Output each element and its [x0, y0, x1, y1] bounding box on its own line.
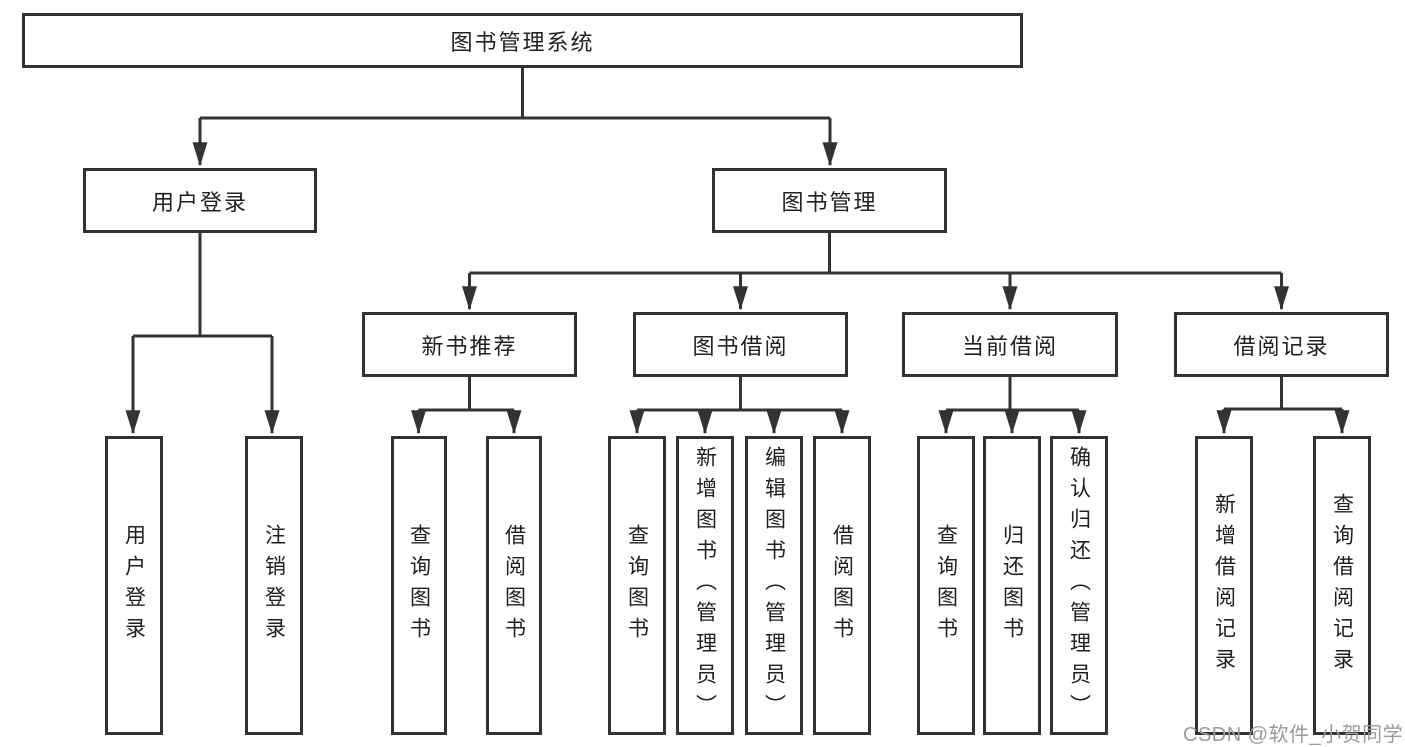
leaf-query-books-borrow: 查询图书: [608, 436, 666, 735]
leaf-label: 借阅图书: [502, 523, 526, 648]
node-borrow-records: 借阅记录: [1174, 312, 1389, 377]
leaf-label: 借阅图书: [830, 523, 854, 648]
leaf-add-borrow-record: 新增借阅记录: [1195, 436, 1253, 735]
leaf-confirm-return-admin: 确认归还（管理员）: [1050, 436, 1108, 735]
leaf-return-books: 归还图书: [983, 436, 1041, 735]
leaf-label: 查询图书: [625, 523, 649, 648]
leaf-user-login: 用户登录: [105, 436, 163, 735]
leaf-query-books-recommend: 查询图书: [391, 436, 447, 735]
csdn-watermark: CSDN @软件_小贺同学: [1183, 724, 1404, 746]
leaf-query-books-current: 查询图书: [917, 436, 975, 735]
leaf-label: 查询图书: [934, 523, 958, 648]
leaf-label: 注销登录: [262, 523, 286, 648]
node-current-borrow: 当前借阅: [902, 312, 1118, 377]
leaf-edit-books-admin: 编辑图书（管理员）: [745, 436, 803, 735]
leaf-label: 编辑图书（管理员）: [762, 446, 786, 725]
leaf-label: 新增图书（管理员）: [693, 446, 717, 725]
node-label: 图书借阅: [692, 333, 789, 359]
leaf-logout: 注销登录: [245, 436, 303, 735]
node-new-book-recommend: 新书推荐: [362, 312, 577, 377]
node-root-system: 图书管理系统: [22, 13, 1023, 68]
node-label: 借阅记录: [1233, 333, 1330, 359]
leaf-borrow-books: 借阅图书: [813, 436, 871, 735]
leaf-label: 新增借阅记录: [1212, 492, 1236, 679]
leaf-add-books-admin: 新增图书（管理员）: [676, 436, 734, 735]
node-book-management-module: 图书管理: [712, 168, 947, 233]
leaf-borrow-books-recommend: 借阅图书: [486, 436, 542, 735]
node-label: 当前借阅: [961, 333, 1058, 359]
node-book-borrow: 图书借阅: [633, 312, 848, 377]
leaf-label: 归还图书: [1000, 523, 1024, 648]
node-label: 图书管理系统: [450, 29, 595, 55]
leaf-query-borrow-record: 查询借阅记录: [1313, 436, 1371, 735]
leaf-label: 查询借阅记录: [1330, 492, 1354, 679]
node-label: 图书管理: [781, 189, 878, 215]
leaf-label: 查询图书: [407, 523, 431, 648]
node-user-login-module: 用户登录: [83, 168, 317, 233]
node-label: 用户登录: [151, 189, 248, 215]
leaf-label: 确认归还（管理员）: [1067, 446, 1091, 725]
leaf-label: 用户登录: [122, 523, 146, 648]
node-label: 新书推荐: [421, 333, 518, 359]
